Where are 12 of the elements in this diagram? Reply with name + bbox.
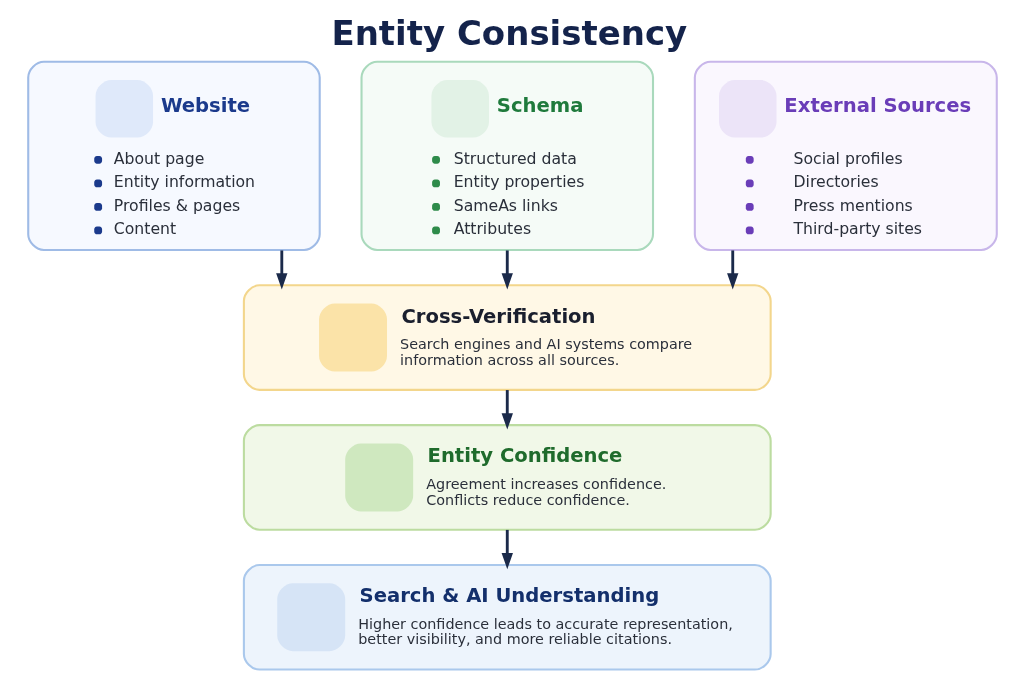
node-box: Website About page Entity information Profiles & pages Content <box>26 60 321 252</box>
node-box: Search & AI Understanding Higher confidence leads to accurate representation, better visibility, and more reliable citations. <box>242 563 772 671</box>
arrow <box>275 250 287 290</box>
arrow <box>501 250 513 290</box>
diagram-title: Entity Consistency <box>330 12 687 53</box>
node-box: Entity Confidence Agreement increases confidence. Conflicts reduce confidence. <box>242 424 772 531</box>
arrow <box>501 529 513 570</box>
node-box: External Sources Social profiles Directories Press mentions Third-party sites <box>693 60 998 252</box>
arrow <box>726 250 738 290</box>
node-box: Cross-Verification Search engines and AI systems compare information across all sources. <box>242 284 772 391</box>
arrow <box>501 390 513 430</box>
node-box: Schema Structured data Entity properties SameAs links Attributes <box>360 60 654 252</box>
